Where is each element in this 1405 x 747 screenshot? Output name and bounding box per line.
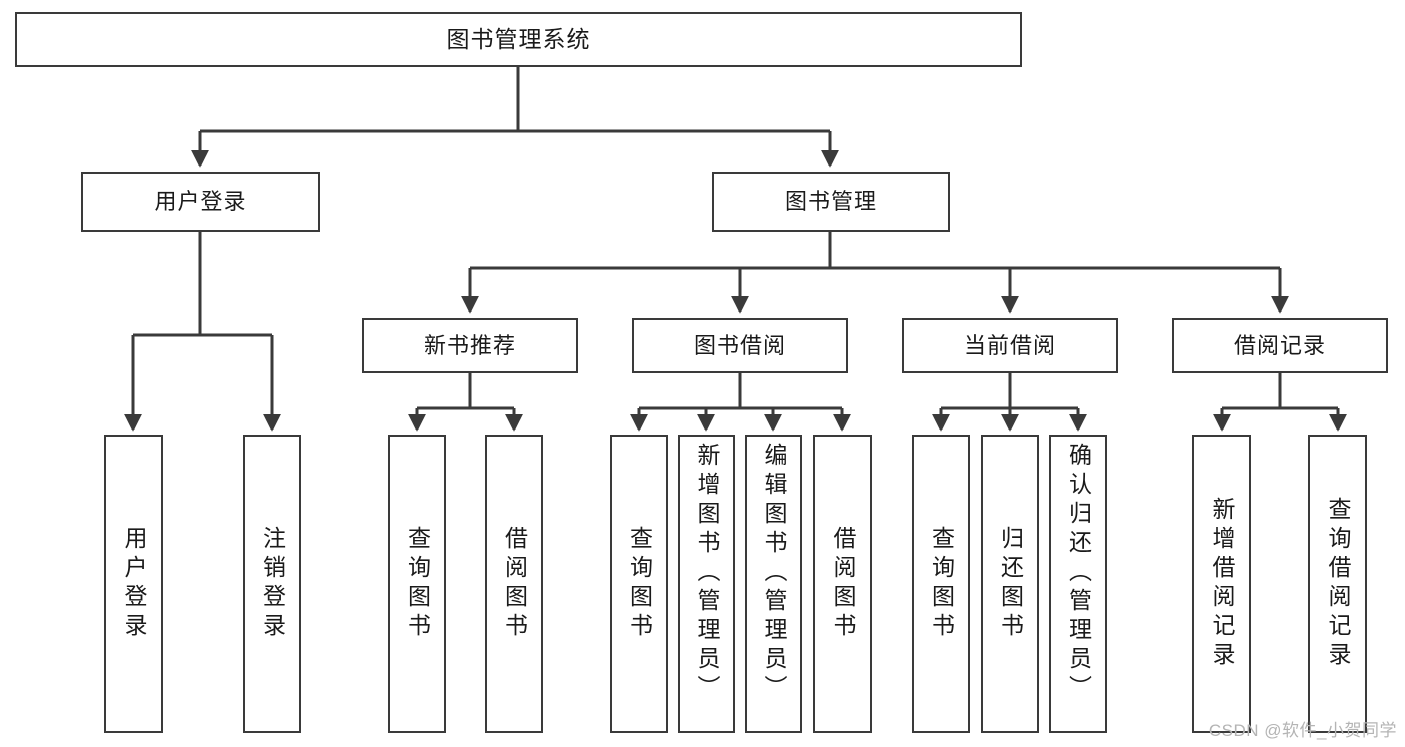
node-label: 查询借阅记录 [1325, 497, 1351, 671]
leaf-borrow-book[interactable]: 借阅图书 [813, 435, 872, 733]
leaf-user-login[interactable]: 用户登录 [104, 435, 163, 733]
node-label: 归还图书 [997, 526, 1024, 642]
leaf-query-borrow-record[interactable]: 查询借阅记录 [1308, 435, 1367, 733]
node-label: 编辑图书（管理员） [761, 443, 787, 704]
leaf-edit-book-admin[interactable]: 编辑图书（管理员） [745, 435, 802, 733]
node-borrow-records[interactable]: 借阅记录 [1172, 318, 1388, 373]
leaf-query-book-current[interactable]: 查询图书 [912, 435, 970, 733]
csdn-watermark: CSDN @软件_小贺同学 [1208, 721, 1397, 740]
node-label: 用户登录 [121, 526, 147, 642]
node-label: 图书管理系统 [446, 25, 591, 52]
node-label: 借阅图书 [830, 526, 856, 642]
node-user-login[interactable]: 用户登录 [81, 172, 320, 232]
node-label: 新增借阅记录 [1209, 497, 1235, 671]
node-label: 图书管理 [784, 189, 877, 215]
leaf-add-book-admin[interactable]: 新增图书（管理员） [678, 435, 735, 733]
leaf-add-borrow-record[interactable]: 新增借阅记录 [1192, 435, 1251, 733]
leaf-query-book-recommend[interactable]: 查询图书 [388, 435, 446, 733]
node-root-book-management-system[interactable]: 图书管理系统 [15, 12, 1022, 67]
leaf-query-book-borrow[interactable]: 查询图书 [610, 435, 668, 733]
node-label: 查询图书 [404, 526, 431, 642]
node-label: 查询图书 [928, 526, 955, 642]
node-new-book-recommend[interactable]: 新书推荐 [362, 318, 578, 373]
node-label: 用户登录 [154, 189, 247, 215]
node-current-borrow[interactable]: 当前借阅 [902, 318, 1118, 373]
node-label: 确认归还（管理员） [1065, 443, 1092, 704]
node-label: 新书推荐 [423, 332, 516, 358]
leaf-return-book[interactable]: 归还图书 [981, 435, 1039, 733]
node-label: 新增图书（管理员） [694, 443, 720, 704]
node-label: 借阅记录 [1233, 332, 1326, 358]
node-label: 借阅图书 [501, 526, 528, 642]
node-book-management[interactable]: 图书管理 [712, 172, 950, 232]
node-label: 图书借阅 [693, 332, 786, 358]
leaf-confirm-return-admin[interactable]: 确认归还（管理员） [1049, 435, 1107, 733]
node-label: 注销登录 [259, 526, 286, 642]
leaf-borrow-book-recommend[interactable]: 借阅图书 [485, 435, 543, 733]
leaf-logout[interactable]: 注销登录 [243, 435, 301, 733]
node-book-borrow[interactable]: 图书借阅 [632, 318, 848, 373]
node-label: 当前借阅 [963, 332, 1056, 358]
node-label: 查询图书 [626, 526, 653, 642]
